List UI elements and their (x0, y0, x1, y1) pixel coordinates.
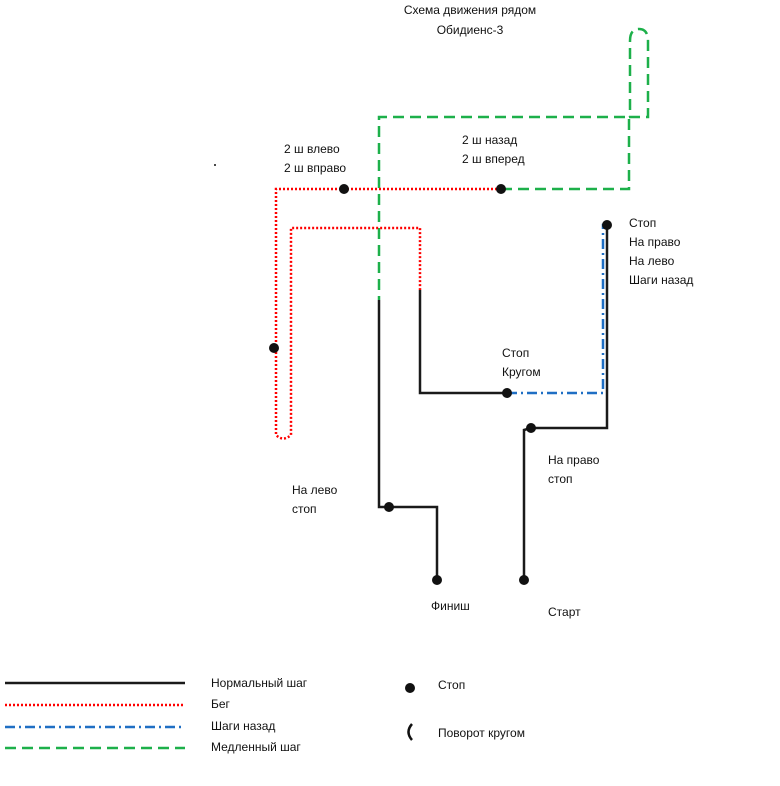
stop-dot (269, 343, 279, 353)
stop-dot-icon (405, 683, 415, 693)
label-left-right-turns: 2 ш влево 2 ш вправо (284, 140, 346, 178)
label-line: Шаги назад (629, 273, 694, 287)
diagram-title: Схема движения рядом Обидиенс-3 (360, 0, 580, 40)
legend-slow-label: Медленный шаг (211, 740, 301, 754)
slow-path-forward (377, 115, 631, 300)
stop-dot (339, 184, 349, 194)
stop-dot (432, 575, 442, 585)
title-line-1: Схема движения рядом (403, 3, 537, 17)
legend-turn-label: Поворот кругом (438, 726, 525, 740)
turn-around-icon (407, 723, 413, 741)
stray-dot (214, 164, 216, 166)
slow-step-paths (377, 27, 650, 300)
run-path-top (274, 187, 501, 440)
label-line: На право (548, 453, 600, 467)
normal-path-finish (377, 300, 439, 580)
legend-normal-label: Нормальный шаг (211, 676, 308, 690)
slow-path-loop (628, 27, 650, 119)
legend-back-label: Шаги назад (211, 719, 276, 733)
stop-dot (502, 388, 512, 398)
label-start: Старт (548, 605, 581, 619)
label-stop-group: Стоп На право На лево Шаги назад (629, 214, 693, 290)
label-line: На лево (292, 483, 338, 497)
run-paths (274, 187, 501, 440)
label-line: Кругом (502, 365, 541, 379)
label-right-stop: На право стоп (548, 451, 599, 489)
label-line: 2 ш влево (284, 142, 340, 156)
legend-stop-label: Стоп (438, 678, 466, 692)
label-back-forward: 2 ш назад 2 ш вперед (462, 131, 525, 169)
legend-line-samples (5, 681, 185, 750)
label-line: На лево (629, 254, 675, 268)
stop-dot (526, 423, 536, 433)
label-line: 2 ш вправо (284, 161, 347, 175)
normal-path-stop-around (418, 290, 507, 395)
label-line: стоп (548, 472, 573, 486)
label-line: На право (629, 235, 681, 249)
normal-step-paths (377, 225, 609, 580)
stop-dot (519, 575, 529, 585)
label-stop-around: Стоп Кругом (502, 344, 541, 382)
label-line: Стоп (502, 346, 530, 360)
stop-dot (384, 502, 394, 512)
normal-path-start (522, 225, 609, 580)
label-finish: Финиш (431, 599, 470, 613)
stop-dot (602, 220, 612, 230)
label-line: Стоп (629, 216, 657, 230)
label-line: 2 ш назад (462, 133, 518, 147)
legend-run-label: Бег (211, 697, 230, 711)
stop-dots (269, 184, 612, 585)
title-line-2: Обидиенс-3 (436, 23, 504, 37)
label-line: стоп (292, 502, 317, 516)
label-left-stop: На лево стоп (292, 481, 337, 519)
stop-dot (496, 184, 506, 194)
label-line: 2 ш вперед (462, 152, 525, 166)
